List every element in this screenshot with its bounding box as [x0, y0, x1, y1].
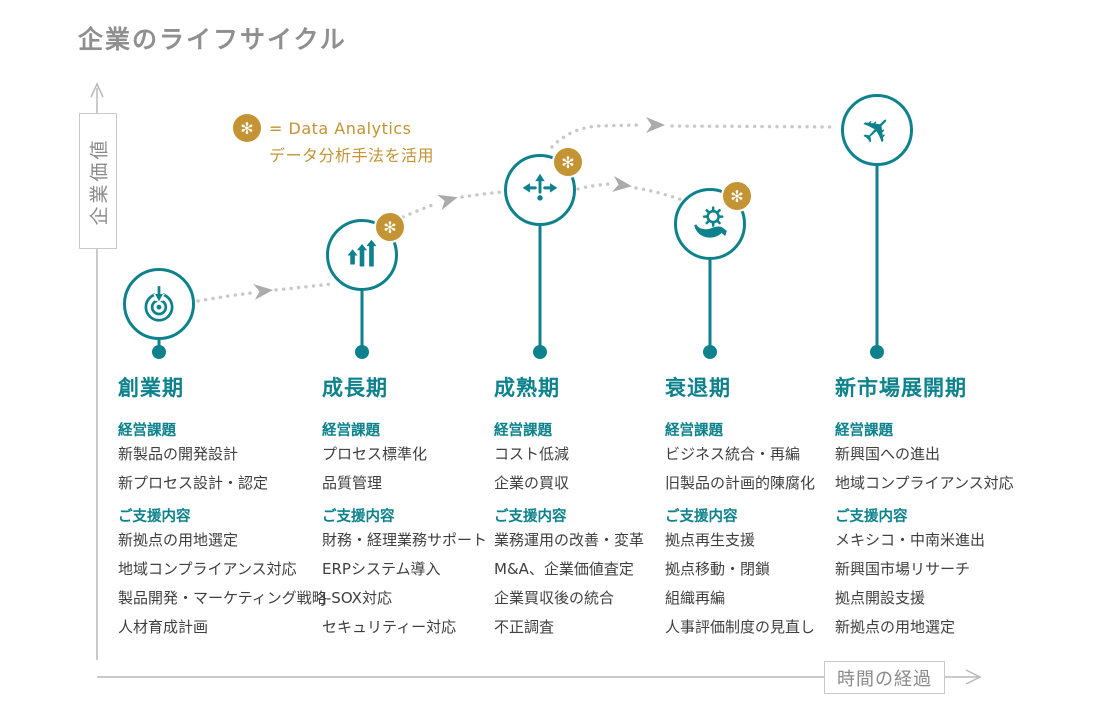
analytics-badge-icon: ✻ [721, 180, 753, 212]
stage-title: 成長期 [322, 376, 388, 400]
chevron-right-icon [253, 283, 273, 300]
chevron-right-icon [612, 175, 632, 192]
issue-item: 地域コンプライアンス対応 [835, 474, 1014, 493]
support-item: 企業買収後の統合 [494, 589, 615, 607]
analytics-badge-icon: ✻ [552, 146, 584, 178]
analytics-badge-icon: ✻ [374, 211, 406, 243]
support-item: 人材育成計画 [118, 618, 209, 637]
support-item: 業務運用の改善・変革 [494, 530, 645, 549]
stage-column-founding: 創業期 経営課題 新製品の開発設計 新プロセス設計・認定 ご支援内容 新拠点の用… [118, 372, 327, 649]
chevron-right-icon [646, 117, 665, 133]
hand-gear-icon [694, 206, 727, 238]
support-item: 組織再編 [665, 589, 726, 607]
issue-item: 企業の買収 [494, 474, 570, 493]
support-item: セキュリティー対応 [322, 618, 457, 637]
issues-heading: 経営課題 [118, 423, 176, 439]
stage-column-maturity: 成熟期 経営課題 コスト低減 企業の買収 ご支援内容 業務運用の改善・変革 M&… [494, 372, 644, 649]
stage-title: 衰退期 [665, 376, 731, 400]
issue-item: 新プロセス設計・認定 [118, 474, 269, 493]
dotted-connectors [196, 123, 837, 303]
expand-arrows-icon [522, 173, 558, 201]
issue-item: 新興国への進出 [835, 445, 941, 463]
support-item: ERPシステム導入 [322, 559, 441, 578]
support-item: 拠点開設支援 [835, 589, 926, 607]
issues-heading: 経営課題 [665, 423, 723, 439]
issue-item: 旧製品の計画的陳腐化 [665, 474, 816, 493]
support-heading: ご支援内容 [665, 508, 738, 525]
support-heading: ご支援内容 [118, 508, 191, 525]
support-item: M&A、企業価値査定 [494, 559, 634, 578]
x-axis-arrow-icon [965, 669, 982, 685]
node-base-dots [152, 345, 884, 359]
growth-chart-icon [347, 239, 377, 267]
support-item: 拠点移動・閉鎖 [665, 559, 771, 578]
issue-item: コスト低減 [494, 445, 570, 463]
target-icon [144, 284, 174, 322]
chevron-arrows [253, 117, 665, 300]
y-axis-label: 企業価値 [79, 113, 117, 249]
support-item: 拠点再生支援 [665, 530, 756, 549]
support-item: 財務・経理業務サポート [322, 530, 488, 549]
support-item: メキシコ・中南米進出 [835, 530, 986, 549]
node-decline [674, 188, 746, 260]
support-item: J-SOX対応 [322, 589, 392, 607]
legend: = Data Analytics データ分析手法を活用 [269, 115, 434, 169]
issue-item: プロセス標準化 [322, 445, 428, 463]
node-new-market: ✈ [841, 94, 913, 166]
stage-title: 成熟期 [494, 376, 560, 400]
node-stems [157, 162, 879, 352]
support-item: 新拠点の用地選定 [835, 618, 956, 637]
support-item: 新拠点の用地選定 [118, 530, 239, 549]
issues-heading: 経営課題 [835, 423, 893, 439]
issue-item: ビジネス統合・再編 [665, 445, 801, 463]
support-item: 製品開発・マーケティング戦略 [118, 589, 327, 607]
stage-column-growth: 成長期 経営課題 プロセス標準化 品質管理 ご支援内容 財務・経理業務サポート … [322, 372, 487, 649]
legend-equals-text: = Data Analytics [269, 119, 412, 138]
stage-title: 創業期 [118, 376, 184, 400]
support-item: 地域コンプライアンス対応 [118, 559, 297, 578]
issue-item: 品質管理 [322, 474, 383, 493]
y-axis-arrow-icon [90, 82, 104, 98]
support-item: 人事評価制度の見直し [665, 618, 816, 637]
support-item: 新興国市場リサーチ [835, 559, 971, 578]
airplane-icon: ✈ [850, 103, 904, 157]
stage-title: 新市場展開期 [835, 376, 967, 400]
support-item: 不正調査 [494, 618, 555, 637]
page-title: 企業のライフサイクル [78, 25, 347, 54]
issue-item: 新製品の開発設計 [118, 445, 239, 463]
stage-column-decline: 衰退期 経営課題 ビジネス統合・再編 旧製品の計画的陳腐化 ご支援内容 拠点再生… [665, 372, 815, 649]
legend-description: データ分析手法を活用 [269, 146, 435, 166]
node-founding [123, 268, 195, 340]
analytics-asterisk-icon: ✻ [233, 114, 261, 142]
x-axis-label: 時間の経過 [824, 661, 945, 694]
support-heading: ご支援内容 [835, 508, 908, 525]
issues-heading: 経営課題 [494, 423, 552, 439]
issues-heading: 経営課題 [322, 423, 380, 439]
support-heading: ご支援内容 [322, 508, 395, 525]
chevron-right-icon [437, 194, 458, 211]
stage-column-new-market: 新市場展開期 経営課題 新興国への進出 地域コンプライアンス対応 ご支援内容 メ… [835, 372, 1014, 649]
support-heading: ご支援内容 [494, 508, 567, 525]
